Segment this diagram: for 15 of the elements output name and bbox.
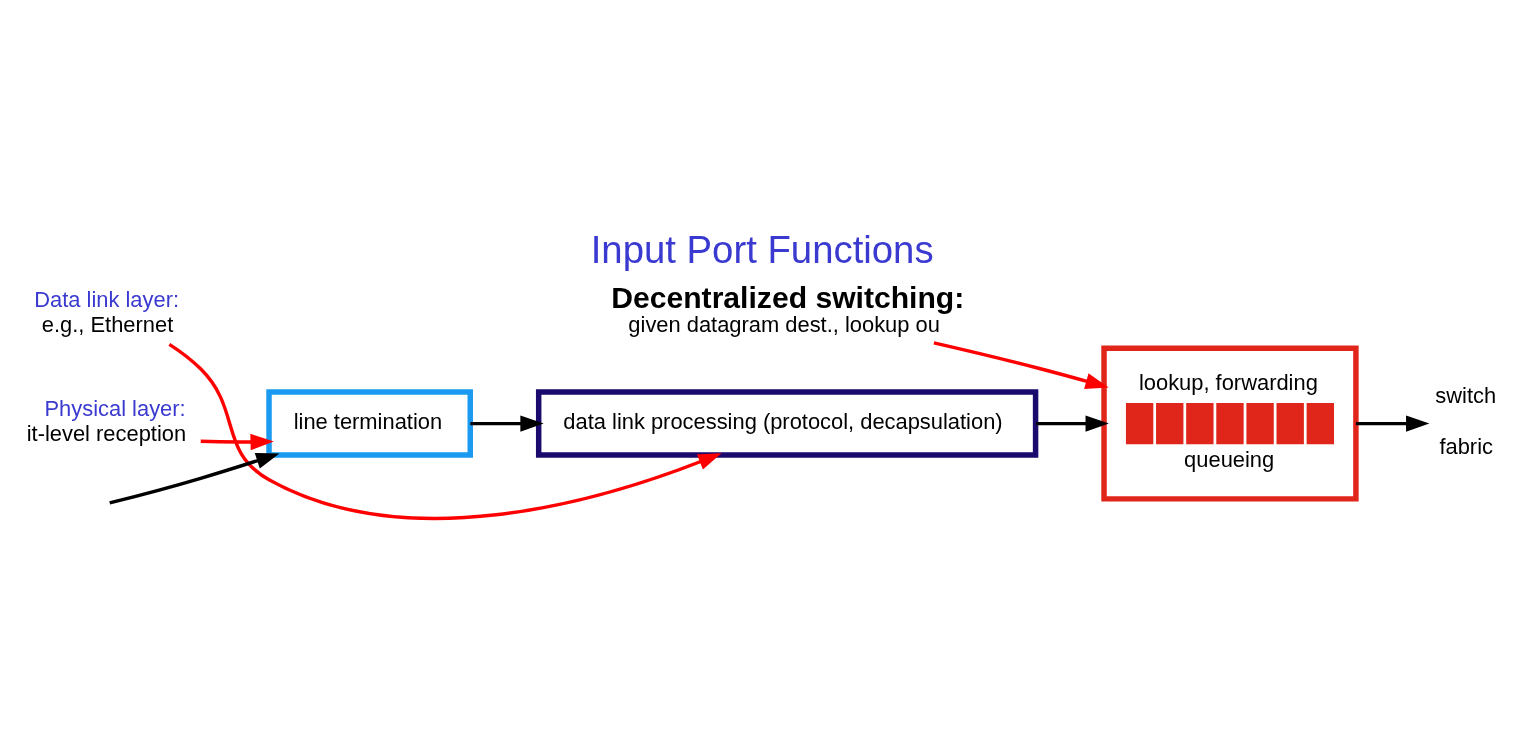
arrow <box>1036 414 1109 432</box>
arrow <box>200 433 274 450</box>
arrow <box>168 342 722 520</box>
node-box: lookup, forwarding queueing <box>1101 345 1359 502</box>
diagram-title: Input Port Functions <box>590 227 934 271</box>
arrow <box>1355 414 1430 432</box>
arrow <box>109 452 280 505</box>
node-text: Decentralized switching: given datagram dest., lookup ou <box>611 280 965 337</box>
node-box: line termination <box>266 388 473 458</box>
node-text: Data link layer: e.g., Ethernet <box>34 286 180 337</box>
arrow <box>933 340 1109 389</box>
node-text: Physical layer: it-level reception <box>26 395 187 446</box>
node-text: switch fabric <box>1435 382 1497 459</box>
node-box: data link processing (protocol, decapsulation) <box>535 388 1039 458</box>
arrow <box>470 414 544 432</box>
